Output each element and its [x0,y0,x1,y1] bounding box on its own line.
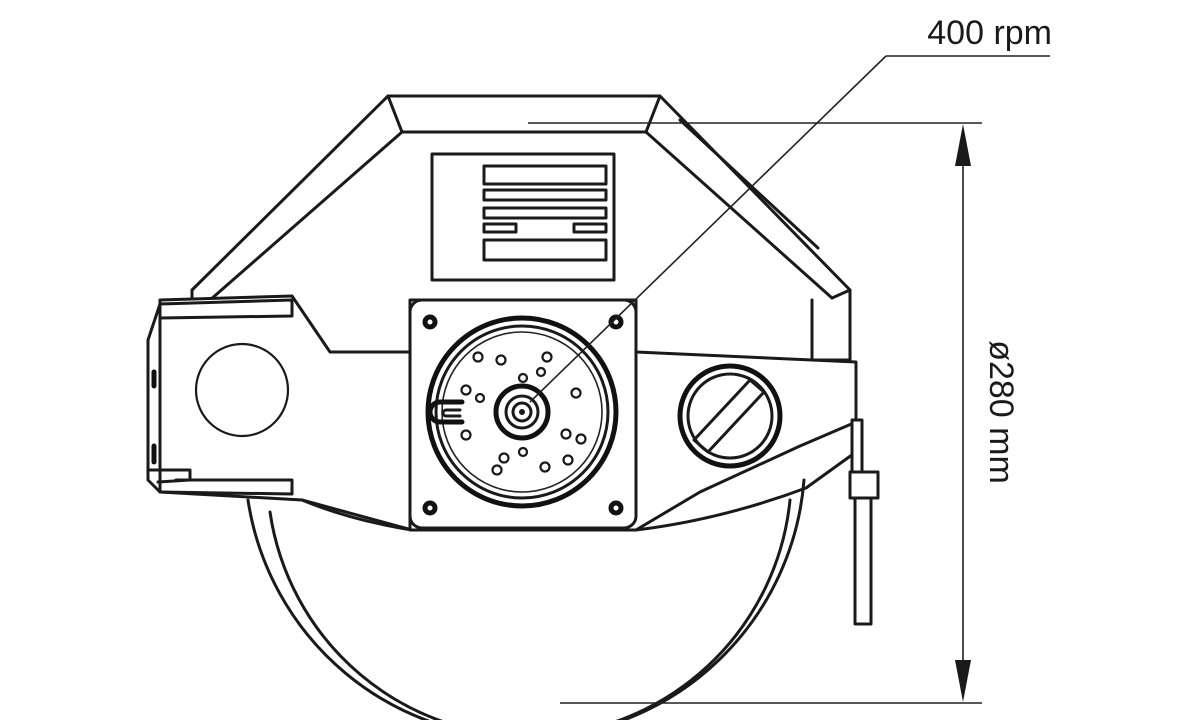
screw-icon [608,500,624,516]
arrow-down-icon [955,660,971,702]
screw-icon [608,314,624,330]
handle-grip-hole [194,342,290,438]
front-handle [146,298,294,496]
diameter-label: ø280 mm [982,340,1020,484]
nameplate [430,152,616,282]
saw-blade [246,478,806,720]
vent-holes [460,351,587,476]
arrow-up-icon [955,124,971,166]
rear-lever [848,418,880,626]
adjustment-knob [677,363,783,469]
speed-label: 400 rpm [927,14,1052,52]
screw-icon [422,500,438,516]
speed-callout: 400 rpm [529,14,1052,403]
diameter-dimension: ø280 mm [528,122,1020,704]
leader-line [529,55,887,403]
screw-icon [422,314,438,330]
motor-cover [425,315,619,509]
